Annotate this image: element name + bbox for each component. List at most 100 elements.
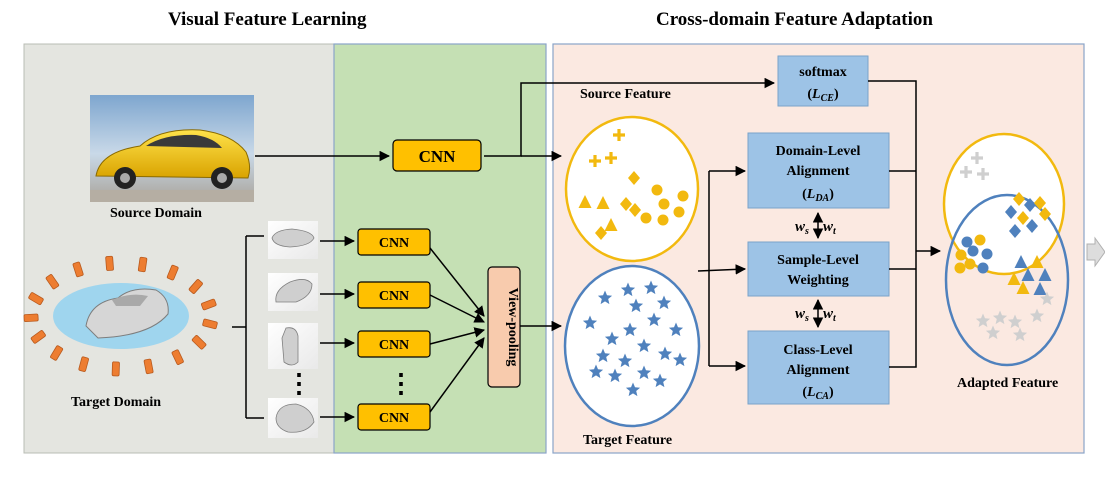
- adapted-target-ellipse: [944, 193, 1070, 367]
- camera-view-marker: [72, 261, 84, 278]
- diamond-marker: [620, 197, 632, 211]
- view-pooling-label: View-pooling: [505, 288, 520, 367]
- source-feature-label: Source Feature: [580, 87, 671, 102]
- circle-marker: [658, 198, 670, 210]
- camera-view-marker: [111, 361, 120, 377]
- circle-marker: [981, 248, 993, 260]
- softmax-label: softmax: [799, 65, 846, 80]
- star-marker: [1029, 308, 1045, 323]
- star-marker: [636, 338, 652, 353]
- softmax-loss: (LCE): [807, 87, 839, 104]
- class-level-loss: (LCA): [802, 385, 834, 402]
- star-marker: [975, 313, 991, 328]
- triangle-marker: [604, 218, 618, 231]
- star-marker: [604, 331, 620, 346]
- diamond-marker: [1017, 211, 1029, 225]
- triangle-marker: [578, 195, 592, 208]
- source-feature-ellipse: [564, 115, 700, 263]
- triangle-marker: [596, 196, 610, 209]
- cnn-view-label-4: CNN: [379, 411, 409, 426]
- circle-marker: [961, 236, 973, 248]
- adapted-feature-markers: [954, 152, 1055, 342]
- diamond-marker: [1009, 224, 1021, 238]
- diamond-marker: [629, 203, 641, 217]
- camera-view-marker: [202, 318, 218, 330]
- star-marker: [672, 352, 688, 367]
- diamond-marker: [595, 226, 607, 240]
- camera-ring: [23, 255, 218, 377]
- triangle-marker: [1038, 268, 1052, 281]
- star-marker: [992, 310, 1008, 325]
- target-feature-markers: [582, 280, 688, 397]
- diamond-marker: [1034, 196, 1046, 210]
- plus-marker: [960, 166, 972, 178]
- circle-marker: [677, 190, 689, 202]
- triangle-marker: [1016, 281, 1030, 294]
- star-marker: [643, 280, 659, 295]
- star-marker: [985, 325, 1001, 340]
- star-marker: [607, 368, 623, 383]
- weight-ws-upper: ws: [795, 219, 809, 237]
- softmax-box: softmax (LCE): [777, 55, 869, 107]
- target-3d-model: [53, 283, 189, 349]
- circle-marker: [640, 212, 652, 224]
- view-thumbnail-1: [268, 221, 318, 259]
- camera-view-marker: [105, 255, 114, 271]
- camera-view-marker: [201, 298, 217, 311]
- circle-marker: [967, 245, 979, 257]
- cnn-source-block: CNN: [392, 139, 482, 172]
- plus-marker: [977, 168, 989, 180]
- sample-level-line1: Sample-Level: [777, 253, 859, 268]
- star-marker: [1012, 327, 1028, 342]
- sample-level-weighting-box: Sample-Level Weighting: [747, 241, 890, 297]
- star-marker: [656, 295, 672, 310]
- cnn-view-block-3: CNN: [357, 330, 431, 358]
- circle-marker: [955, 249, 967, 261]
- target-domain-label: Target Domain: [71, 395, 161, 410]
- diamond-marker: [1039, 207, 1051, 221]
- triangle-marker: [1007, 272, 1021, 285]
- camera-view-marker: [23, 313, 39, 323]
- camera-view-marker: [191, 335, 207, 350]
- diamond-marker: [1026, 219, 1038, 233]
- continuation-arrow-icon: [1086, 236, 1105, 268]
- triangle-marker: [1014, 255, 1028, 268]
- star-marker: [657, 346, 673, 361]
- star-marker: [617, 353, 633, 368]
- star-marker: [652, 373, 668, 388]
- triangle-marker: [1030, 255, 1044, 268]
- title-cross-domain-adaptation: Cross-domain Feature Adaptation: [656, 9, 933, 30]
- view-pooling-block: View-pooling: [487, 266, 521, 388]
- view-thumbnail-4: [268, 398, 318, 438]
- source-car-photo: [90, 95, 254, 202]
- star-marker: [595, 348, 611, 363]
- camera-view-marker: [45, 274, 60, 290]
- plus-marker: [605, 152, 617, 164]
- view-thumbnail-3: [268, 323, 318, 369]
- star-marker: [628, 298, 644, 313]
- target-feature-label: Target Feature: [583, 433, 672, 448]
- weight-wt-upper: wt: [823, 219, 837, 237]
- adapted-feature-label: Adapted Feature: [957, 376, 1058, 391]
- class-level-alignment-box: Class-Level Alignment (LCA): [747, 330, 890, 405]
- star-marker: [1007, 314, 1023, 329]
- diamond-marker: [1024, 198, 1036, 212]
- plus-marker: [589, 155, 601, 167]
- cnn-view-label-1: CNN: [379, 236, 409, 251]
- sample-level-line2: Weighting: [787, 273, 848, 288]
- domain-level-line2: Alignment: [787, 164, 850, 179]
- title-visual-feature-learning: Visual Feature Learning: [168, 9, 367, 30]
- star-marker: [646, 312, 662, 327]
- cnn-view-label-3: CNN: [379, 338, 409, 353]
- camera-view-marker: [171, 349, 184, 365]
- source-domain-label: Source Domain: [110, 206, 202, 221]
- circle-marker: [964, 258, 976, 270]
- star-marker: [1039, 291, 1055, 306]
- star-marker: [622, 322, 638, 337]
- circle-marker: [974, 234, 986, 246]
- cnn-ellipsis: ⋮: [388, 369, 414, 398]
- plus-marker: [971, 152, 983, 164]
- star-marker: [625, 382, 641, 397]
- diamond-marker: [628, 171, 640, 185]
- camera-view-marker: [78, 356, 89, 372]
